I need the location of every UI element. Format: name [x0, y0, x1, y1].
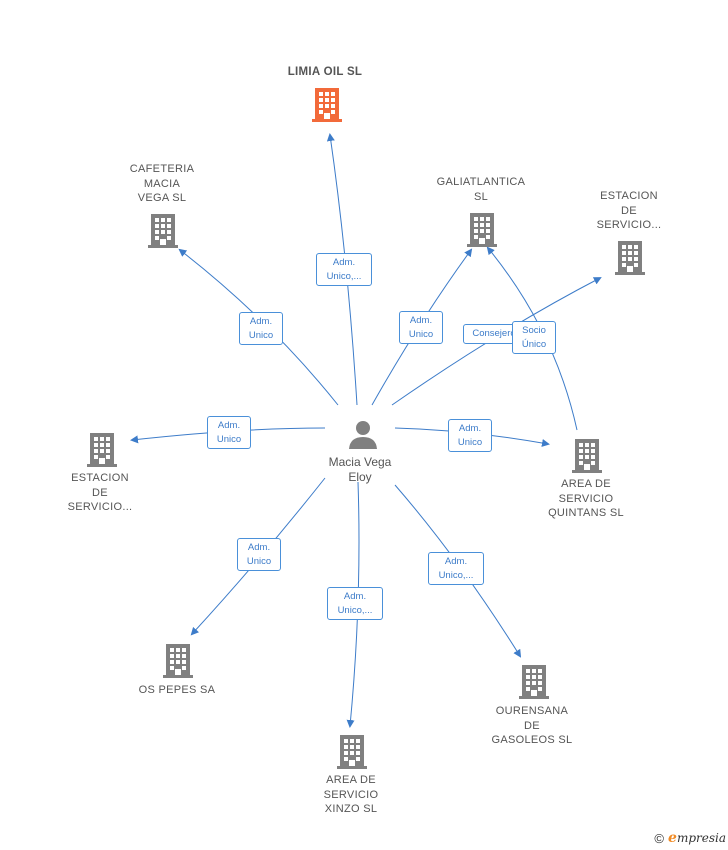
copyright-icon: ©	[654, 830, 665, 846]
person-icon[interactable]	[347, 419, 379, 451]
company-name: OS PEPES SA	[138, 684, 216, 696]
building-icon	[519, 665, 549, 699]
building-icon	[312, 88, 342, 122]
building-icon	[467, 213, 497, 247]
edge-label-estacion-left[interactable]: Adm. Unico	[207, 416, 251, 449]
edge-label-galiatlantica[interactable]: Adm. Unico	[399, 311, 443, 344]
footer-brand: © empresia	[654, 830, 726, 846]
company-name: LIMIA OIL SL	[287, 66, 363, 78]
building-icon	[337, 735, 367, 769]
building-icon	[87, 433, 117, 467]
building-icon	[615, 241, 645, 275]
brand-logo[interactable]: empresia	[668, 830, 726, 846]
edge-label-ourensana[interactable]: Adm. Unico,...	[428, 552, 484, 585]
person-name[interactable]: Macia Vega Eloy	[328, 455, 392, 484]
edge-label-xinzo[interactable]: Adm. Unico,...	[327, 587, 383, 620]
company-name: ESTACION DE SERVICIO...	[67, 472, 133, 513]
company-name: CAFETERIA MACIA VEGA SL	[129, 163, 195, 204]
building-icon	[148, 214, 178, 248]
company-name: AREA DE SERVICIO QUINTANS SL	[548, 478, 624, 519]
company-name: ESTACION DE SERVICIO...	[596, 190, 662, 231]
company-name: OURENSANA DE GASOLEOS SL	[491, 705, 573, 746]
edge-label-pepes[interactable]: Adm. Unico	[237, 538, 281, 571]
building-icon	[163, 644, 193, 678]
company-name: AREA DE SERVICIO XINZO SL	[323, 774, 379, 815]
building-icon	[572, 439, 602, 473]
edge-label-limia[interactable]: Adm. Unico,...	[316, 253, 372, 286]
edge-label-quintans[interactable]: Adm. Unico	[448, 419, 492, 452]
edge-label-socio-unico[interactable]: Socio Único	[512, 321, 556, 354]
edge-label-cafeteria[interactable]: Adm. Unico	[239, 312, 283, 345]
company-name: GALIATLANTICA SL	[436, 176, 526, 203]
